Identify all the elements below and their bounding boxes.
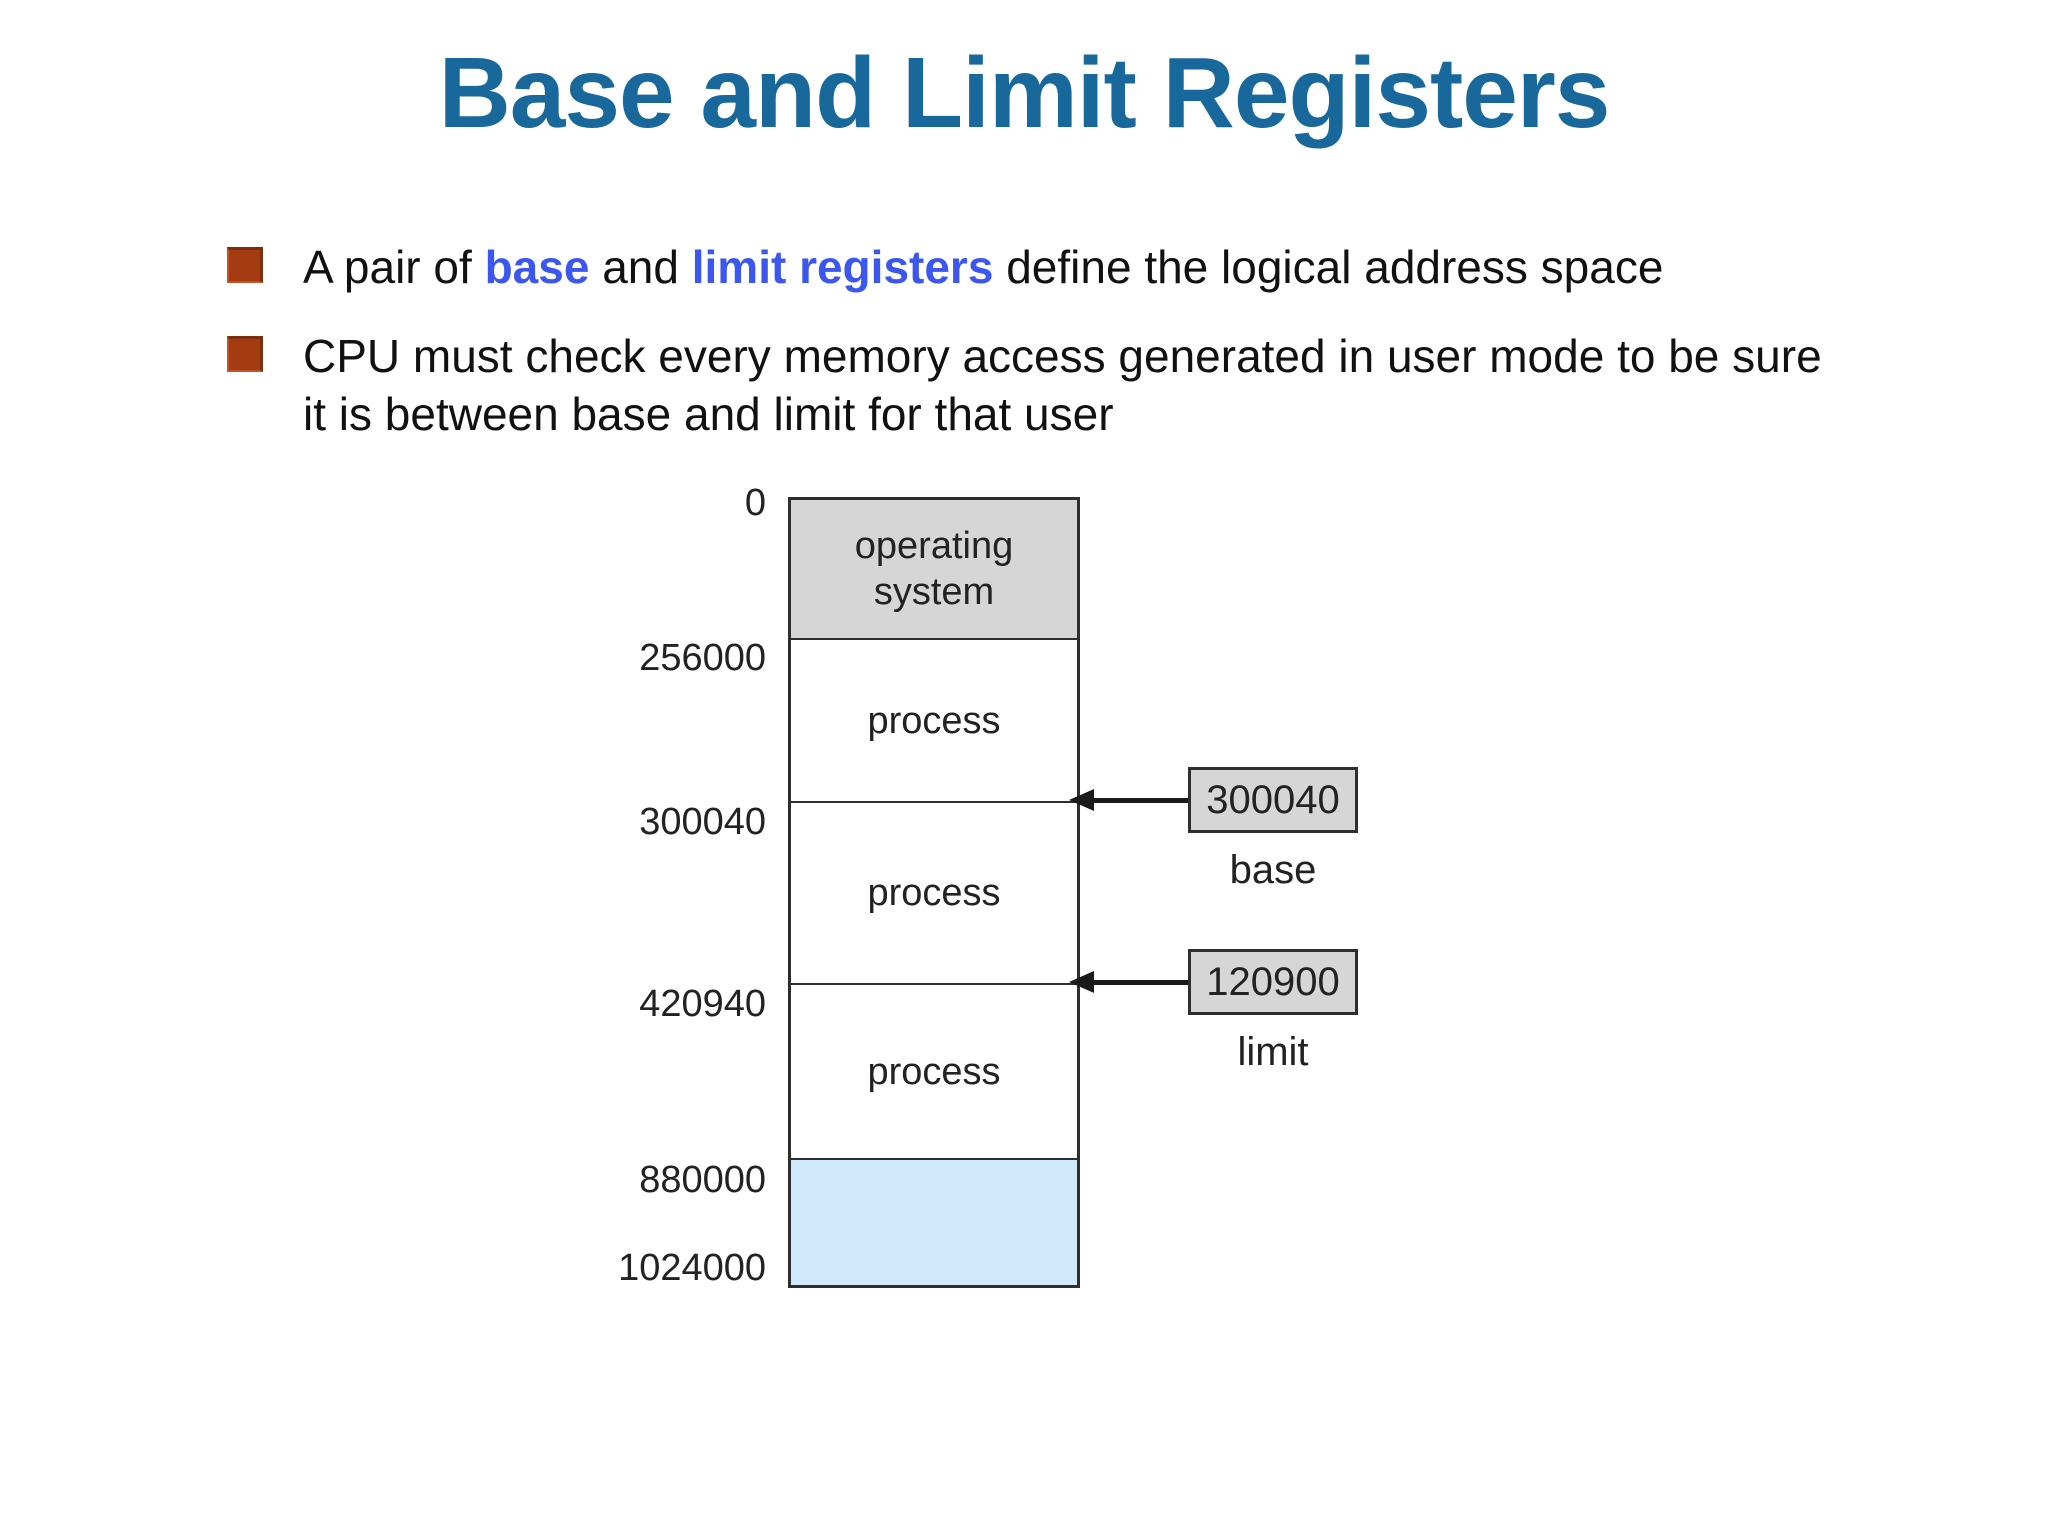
page-title: Base and Limit Registers xyxy=(438,37,1611,149)
bullet-segment: A pair of xyxy=(303,241,485,293)
memory-section-process-3: process xyxy=(791,985,1077,1160)
address-label-256000: 256000 xyxy=(639,637,766,679)
memory-section-label: process xyxy=(867,699,1001,742)
memory-section-process-1: process xyxy=(791,640,1077,803)
memory-section-free xyxy=(791,1160,1077,1285)
address-label-1024000: 1024000 xyxy=(618,1247,766,1289)
memory-column: operating system process process process xyxy=(788,497,1080,1288)
limit-register-value: 120900 xyxy=(1206,959,1340,1004)
memory-section-operating-system: operating system xyxy=(791,500,1077,640)
base-register-box: 300040 xyxy=(1188,767,1358,833)
bullet-item: A pair of base and limit registers defin… xyxy=(227,238,1867,296)
memory-section-label: process xyxy=(867,1050,1001,1093)
bullet-text: A pair of base and limit registers defin… xyxy=(303,238,1663,296)
limit-arrow-left-icon xyxy=(1069,971,1094,993)
bullet-list: A pair of base and limit registers defin… xyxy=(227,238,1867,474)
address-label-300040: 300040 xyxy=(639,801,766,843)
bullet-segment-emphasis: limit registers xyxy=(691,241,994,293)
base-arrow-shaft xyxy=(1091,798,1188,803)
base-register-value: 300040 xyxy=(1206,777,1340,822)
bullet-segment: and xyxy=(589,241,692,293)
bullet-segment: CPU must check every memory access gener… xyxy=(303,330,1822,440)
address-label-0: 0 xyxy=(744,482,766,524)
limit-register-label: limit xyxy=(1237,1030,1309,1074)
base-arrow-left-icon xyxy=(1069,789,1094,811)
memory-section-label: operating system xyxy=(854,525,1014,613)
bullet-marker-icon xyxy=(227,336,263,372)
address-label-420940: 420940 xyxy=(639,983,766,1025)
bullet-item: CPU must check every memory access gener… xyxy=(227,327,1867,443)
address-label-880000: 880000 xyxy=(639,1159,766,1201)
bullet-segment: define the logical address space xyxy=(993,241,1664,293)
memory-section-process-2: process xyxy=(791,803,1077,985)
base-register-label: base xyxy=(1229,848,1317,892)
limit-arrow-shaft xyxy=(1091,980,1188,985)
memory-section-label: process xyxy=(867,872,1001,914)
bullet-text: CPU must check every memory access gener… xyxy=(303,327,1851,443)
bullet-marker-icon xyxy=(227,247,263,283)
limit-register-box: 120900 xyxy=(1188,949,1358,1015)
bullet-segment-emphasis: base xyxy=(484,241,590,293)
